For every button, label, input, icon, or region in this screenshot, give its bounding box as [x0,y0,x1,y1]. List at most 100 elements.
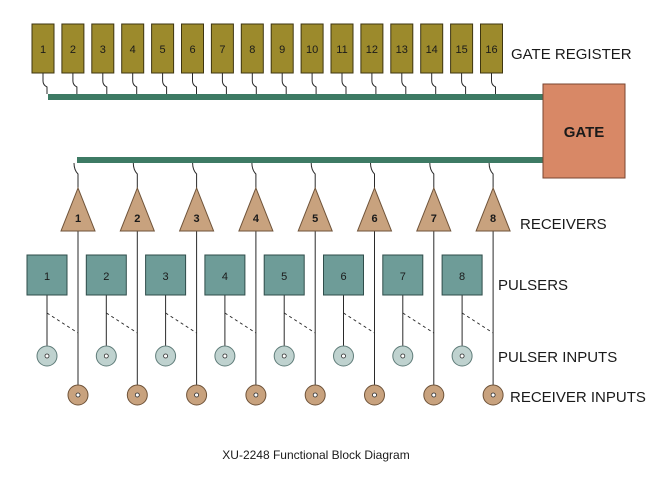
receiver-label: 5 [312,213,318,225]
register-bit-connector [311,73,317,94]
register-bit-label: 3 [100,44,106,56]
pulser-input-pin [222,353,228,359]
register-bit-connector [192,73,197,94]
register-bit-connector [431,73,437,94]
register-bit-connector [102,73,108,94]
receiver-bus-connector [132,162,138,188]
register-bit-connector [341,73,347,94]
register-bit-label: 15 [455,44,467,56]
receiver-label: 2 [134,213,140,225]
receiver-input-pin [490,392,496,398]
pulsers-label: PULSERS [498,277,568,294]
pulser-switch-dashed [402,312,435,334]
register-bit-connector [132,73,138,94]
register-bit-label: 6 [189,44,195,56]
pulser-input-pin [163,353,169,359]
receiver-bus-connector [429,162,435,188]
receiver-5 [297,186,333,232]
register-bit-connector [251,73,257,94]
register-bit-label: 4 [130,44,136,56]
pulser-switch-dashed [165,312,197,334]
pulser-input-pin [400,353,406,359]
receiver-label: 4 [253,213,260,225]
pulser-label: 4 [222,271,228,283]
pulser-switch-dashed [283,312,316,334]
pulser-7 [382,254,424,296]
pulser-label: 3 [163,271,169,283]
receiver-4 [238,186,274,232]
pulser-input-pin [44,353,50,359]
pulser-inputs-label: PULSER INPUTS [498,349,617,366]
register-bit-connector [221,73,227,94]
register-bit-label: 8 [249,44,255,56]
pulser-inputs [36,345,473,367]
pulser-4 [204,254,246,296]
register-bit-connector [281,73,287,94]
receiver-bus-connector [73,162,79,188]
pulser-2 [85,254,127,296]
receiver-bus-connector [192,162,198,188]
register-bit-connector [491,73,496,94]
receiver-label: 7 [431,213,437,225]
pulser-label: 8 [459,271,465,283]
pulser-input-pin [103,353,109,359]
register-bit-label: 1 [40,44,46,56]
receiver-bus-connector [370,162,375,188]
receiver-input-pin [372,392,377,398]
receivers-label: RECEIVERS [520,216,607,233]
register-bit-connector [371,73,377,94]
receiver-6 [356,186,393,232]
pulser-input-pin [459,353,465,359]
pulser-5 [263,254,305,296]
pulser-label: 6 [340,271,346,283]
register-bus [48,94,544,100]
receiver-1 [60,186,96,232]
receiver-inputs [67,384,504,406]
gate-block [542,83,626,179]
receiver-label: 8 [490,213,496,225]
pulser-8 [441,254,483,296]
register-bit-label: 5 [160,44,166,56]
gate-label: GATE [564,124,605,141]
receivers: 1 2 3 4 5 6 7 8 [60,186,511,232]
receiver-input-pin [134,392,140,398]
receiver-label: 1 [75,213,81,225]
pulser-switch-dashed [106,312,138,334]
receiver-bus-connector [310,162,316,188]
pulser-3 [145,254,187,296]
pulser-switch-dashed [224,312,257,334]
pulser-label: 7 [400,271,406,283]
register-bit-label: 11 [336,44,347,56]
pulser-label: 5 [281,271,287,283]
receiver-8 [475,186,511,232]
pulser-input-pin [281,353,287,359]
pulser-label: 1 [44,271,50,283]
receiver-label: 6 [371,213,377,225]
receiver-bus-connector [251,162,257,188]
pulser-input-pin [341,353,346,359]
receiver-7 [416,186,452,232]
register-bit-connector [401,73,407,94]
register-bit-label: 9 [279,44,285,56]
receiver-input-pin [431,392,437,398]
pulser-6 [323,254,364,296]
pulser-1 [26,254,68,296]
receiver-3 [178,186,215,232]
register-bit-connector [162,73,168,94]
register-bit-label: 12 [366,44,378,56]
receiver-label: 3 [194,213,200,225]
gate-register-label: GATE REGISTER [511,46,632,63]
receiver-bus [77,157,544,163]
pulser-switch-dashed [461,312,494,334]
register-bit-label: 7 [219,44,225,56]
register-bit-connector [42,73,48,94]
pulser-switch-dashed [343,312,375,334]
pulser-label: 2 [103,271,109,283]
register-bit-label: 14 [426,44,438,56]
receiver-bus-connector [488,162,494,188]
pulser-switch-dashed [46,312,79,334]
receiver-input-pin [253,392,259,398]
register-bit-label: 2 [70,44,76,56]
